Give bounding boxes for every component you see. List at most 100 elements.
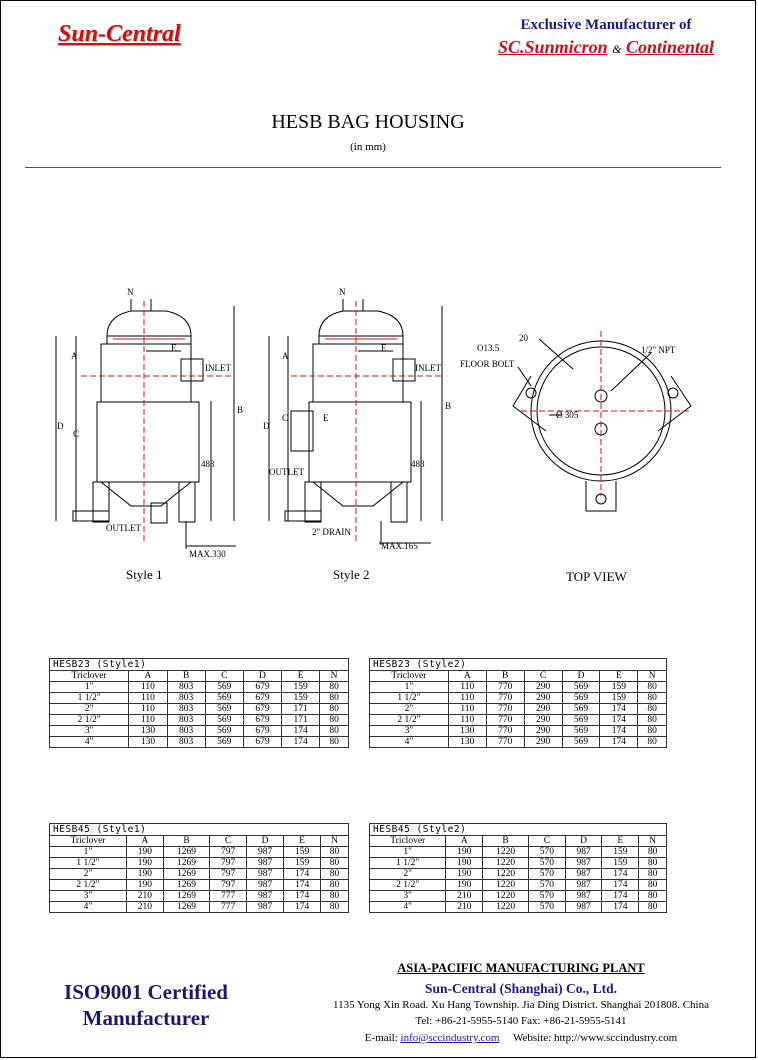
technical-drawing: N A D C B E INLET 483 OUTLET MAX.330 xyxy=(55,287,692,584)
table-cell: 569 xyxy=(204,714,244,726)
topview-drawing xyxy=(512,331,692,512)
table-cell: 770 xyxy=(485,714,525,726)
column-header: E xyxy=(599,670,639,682)
table-cell: 174 xyxy=(601,890,640,902)
table-cell: 80 xyxy=(637,736,667,748)
column-header: C xyxy=(209,835,248,847)
table-cell: 80 xyxy=(638,857,667,869)
table-cell: 679 xyxy=(242,703,283,715)
table-cell: 4" xyxy=(369,736,449,748)
exclusive-heading: Exclusive Manufacturer of xyxy=(520,17,692,33)
table-cell: 130 xyxy=(128,736,168,748)
table-cell: 803 xyxy=(166,681,206,693)
table-cell: 3" xyxy=(48,725,130,737)
table-cell: 1220 xyxy=(482,868,529,880)
column-header: B xyxy=(485,670,525,682)
table-cell: 1269 xyxy=(162,901,211,913)
table-title: HESB45 (Style2) xyxy=(369,823,667,835)
table-cell: 174 xyxy=(283,879,322,891)
table-cell: 803 xyxy=(166,736,206,748)
table-cell: 80 xyxy=(320,890,349,902)
table-cell: 110 xyxy=(447,714,487,726)
table-cell: 290 xyxy=(523,725,563,737)
table-cell: 130 xyxy=(447,736,487,748)
table-cell: 1 1/2" xyxy=(48,692,130,704)
table-cell: 174 xyxy=(601,901,640,913)
style2-label-outlet: OUTLET xyxy=(269,467,304,477)
table-cell: 80 xyxy=(319,736,349,748)
table-cell: 570 xyxy=(527,868,566,880)
table-cell: 290 xyxy=(523,681,563,693)
table-cell: 987 xyxy=(564,846,603,858)
table-cell: 987 xyxy=(246,879,285,891)
column-header: D xyxy=(246,835,285,847)
table-cell: 1 1/2" xyxy=(49,857,127,869)
table-cell: 987 xyxy=(246,846,285,858)
caption-topview: TOP VIEW xyxy=(566,569,628,584)
table-cell: 569 xyxy=(561,692,601,704)
topview-label-20: 20 xyxy=(519,333,529,343)
column-header: Triclover xyxy=(369,670,449,682)
style1-label-max330: MAX.330 xyxy=(189,549,226,559)
style2-label-max165: MAX.165 xyxy=(381,541,418,551)
table-cell: 174 xyxy=(599,714,639,726)
website-link[interactable]: http://www.sccindustry.com xyxy=(553,1032,678,1044)
table-cell: 110 xyxy=(128,714,168,726)
email-link[interactable]: info@sccindustry.com xyxy=(400,1032,500,1044)
column-header: E xyxy=(283,835,322,847)
table-cell: 1220 xyxy=(482,857,529,869)
table-cell: 569 xyxy=(204,692,244,704)
column-header: N xyxy=(319,670,349,682)
table-cell: 80 xyxy=(319,681,349,693)
table-cell: 777 xyxy=(209,890,248,902)
table-cell: 803 xyxy=(166,692,206,704)
partner-continental: Continental xyxy=(625,37,714,57)
table-cell: 1220 xyxy=(482,846,529,858)
table-cell: 80 xyxy=(638,879,667,891)
column-header: C xyxy=(527,835,566,847)
table-cell: 80 xyxy=(637,725,667,737)
table-cell: 3" xyxy=(369,725,449,737)
table-cell: 290 xyxy=(523,736,563,748)
style1-label-d: D xyxy=(57,421,64,431)
table-cell: 797 xyxy=(209,857,248,869)
table-cell: 2" xyxy=(49,868,127,880)
style2-drawing xyxy=(268,299,443,545)
table-cell: 210 xyxy=(445,901,484,913)
table-cell: 80 xyxy=(319,692,349,704)
table-cell: 1" xyxy=(49,846,127,858)
table-cell: 803 xyxy=(166,725,206,737)
company-phone: Tel: +86-21-5955-5140 Fax: +86-21-5955-5… xyxy=(415,1015,627,1027)
brand-logo: Sun-Central xyxy=(58,21,181,47)
style1-label-483: 483 xyxy=(201,459,215,469)
style1-label-e: E xyxy=(171,343,177,353)
table-cell: 797 xyxy=(209,879,248,891)
table-cell: 80 xyxy=(319,725,349,737)
table-cell: 570 xyxy=(527,857,566,869)
table-cell: 110 xyxy=(128,692,168,704)
table-cell: 1" xyxy=(368,846,447,858)
table-cell: 80 xyxy=(637,681,667,693)
table-cell: 569 xyxy=(561,736,601,748)
column-header: N xyxy=(637,670,667,682)
table-cell: 290 xyxy=(523,714,563,726)
table-cell: 159 xyxy=(283,846,322,858)
style2-label-c: C xyxy=(282,413,288,423)
table-cell: 80 xyxy=(319,703,349,715)
style1-label-c: C xyxy=(73,429,79,439)
column-header: N xyxy=(638,835,667,847)
table-cell: 987 xyxy=(246,901,285,913)
